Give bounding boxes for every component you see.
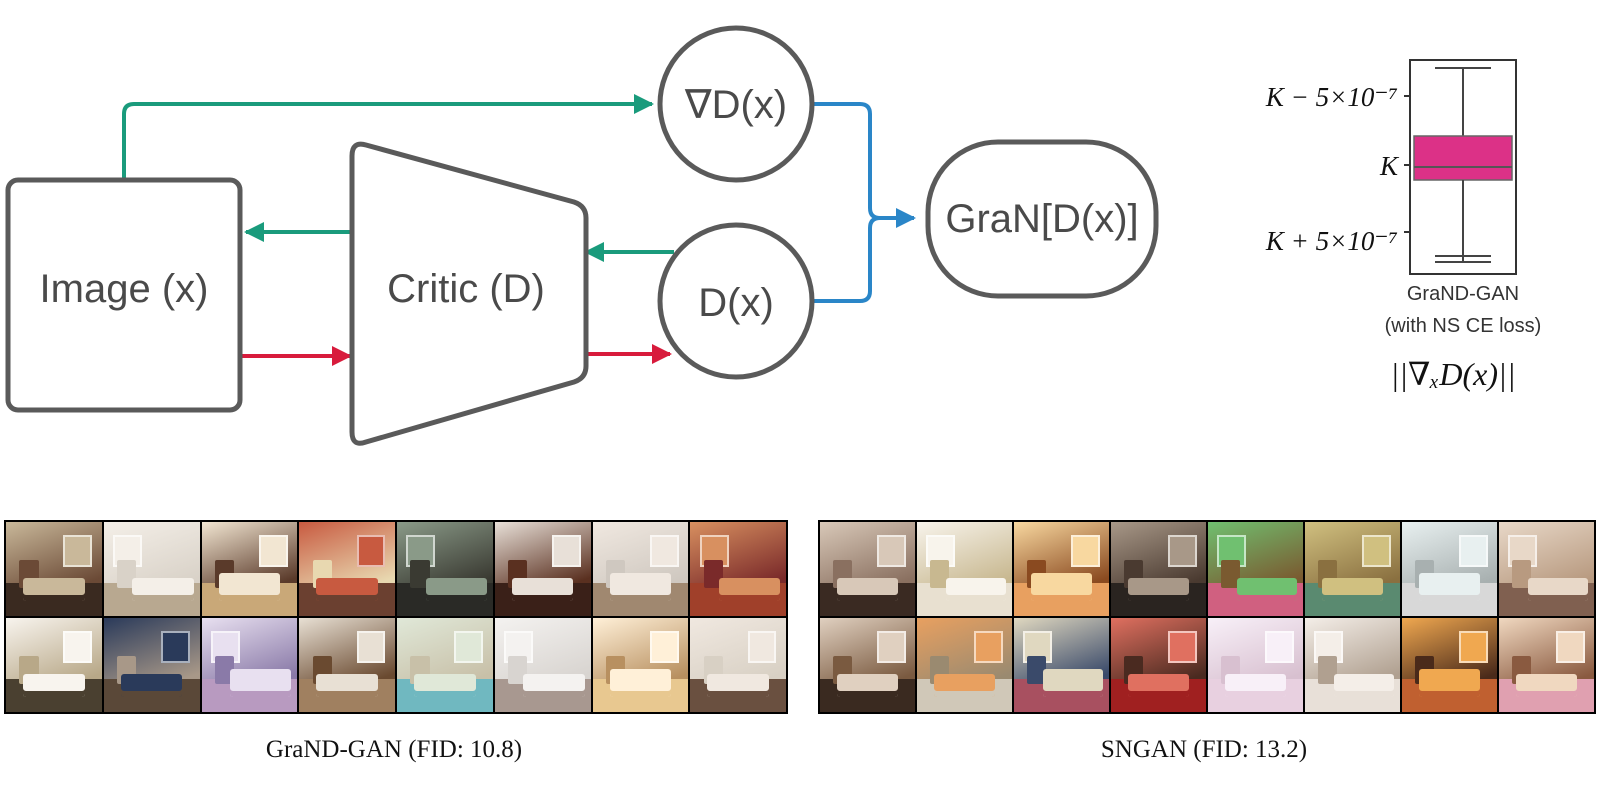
sngan-sample-grid: [818, 520, 1596, 714]
grand-gan-sample-image: [6, 618, 102, 712]
grand-gan-sample-grid: [4, 520, 788, 714]
sngan-sample-image: [1208, 522, 1303, 616]
boxplot-category-line2: (with NS CE loss): [1385, 315, 1542, 337]
sngan-sample-image: [1402, 522, 1497, 616]
grand-gan-sample-image: [103, 618, 200, 712]
grand-gan-sample-image: [494, 618, 591, 712]
grand-gan-sample-image: [201, 522, 298, 616]
sngan-sample-image: [1402, 618, 1497, 712]
grand-gan-sample-image: [592, 522, 689, 616]
sngan-sample-image: [1111, 522, 1206, 616]
grand-gan-sample-image: [201, 618, 298, 712]
critic-node-label: Critic (D): [387, 267, 545, 311]
boxplot-axis-title: ||∇ₓD(x)||: [1390, 356, 1515, 392]
dx-to-gran-arrow: [812, 216, 881, 303]
sngan-sample-image: [1305, 618, 1400, 712]
critic-node: [349, 141, 589, 446]
gran-node-label: GraN[D(x)]: [945, 197, 1138, 241]
gradient-node-label: ∇D(x): [684, 83, 787, 127]
dx-node-label: D(x): [698, 281, 774, 325]
grand-gan-caption: GraND-GAN (FID: 10.8): [265, 736, 523, 763]
image-node: [5, 177, 243, 413]
grand-gan-sample-image: [397, 522, 493, 616]
dx-node: [657, 222, 815, 380]
sngan-sample-image: [1111, 618, 1206, 712]
grand-gan-sample-image: [690, 522, 786, 616]
sngan-sample-image: [917, 522, 1012, 616]
sngan-sample-image: [820, 522, 915, 616]
boxplot-category-line1: GraND-GAN: [1407, 283, 1519, 305]
sngan-sample-image: [1305, 522, 1400, 616]
boxplot-tick-label-middle: K: [1379, 151, 1400, 181]
grand-gan-sample-image: [397, 618, 493, 712]
boxplot-tick-label-upper: K − 5×10⁻⁷: [1265, 82, 1398, 112]
gradient-to-gran-arrow: [812, 102, 916, 228]
sngan-sample-image: [1014, 618, 1109, 712]
boxplot-tick-label-lower: K + 5×10⁻⁷: [1265, 226, 1398, 256]
sngan-sample-image: [1014, 522, 1109, 616]
boxplot: K − 5×10⁻⁷ K K + 5×10⁻⁷ GraND-GAN (with …: [1265, 59, 1542, 392]
sngan-sample-image: [1499, 618, 1594, 712]
grand-gan-sample-image: [690, 618, 786, 712]
image-to-gradient-arrow: [122, 94, 654, 178]
image-node-label: Image (x): [40, 267, 209, 311]
grand-gan-sample-image: [494, 522, 591, 616]
sngan-sample-image: [820, 618, 915, 712]
gran-node: [925, 139, 1159, 299]
sngan-sample-image: [1499, 522, 1594, 616]
grand-gan-sample-image: [6, 522, 102, 616]
gradient-node: [657, 25, 815, 183]
grand-gan-sample-image: [103, 522, 200, 616]
grand-gan-sample-image: [299, 618, 395, 712]
sngan-sample-image: [917, 618, 1012, 712]
sngan-caption: SNGAN (FID: 13.2): [1100, 736, 1308, 763]
grand-gan-sample-image: [299, 522, 395, 616]
sngan-sample-image: [1208, 618, 1303, 712]
grand-gan-sample-image: [592, 618, 689, 712]
boxplot-box: [1413, 135, 1513, 181]
